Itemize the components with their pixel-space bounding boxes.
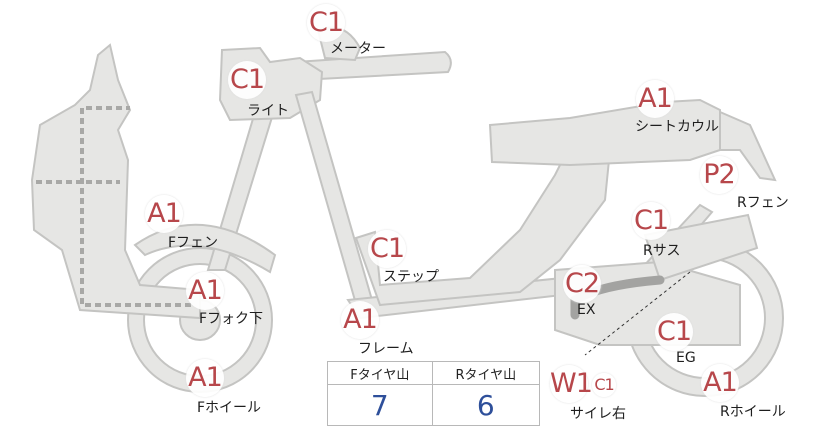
label-meter: メーター [330,41,386,57]
frame-tube-shape [294,90,374,306]
grade-badge-light: C1 [228,61,266,99]
label-front-fender: Fフェン [168,235,219,251]
grade-badge-seat-cowl: A1 [636,80,674,118]
grade-badge-exhaust: C2 [563,265,601,303]
label-engine: EG [676,350,696,366]
grade-badge-rear-suspension: C1 [632,202,670,240]
grade-badge-rear-wheel: A1 [701,364,739,402]
grade-badge-step: C1 [368,230,406,268]
label-frame: フレーム [358,341,414,357]
label-rear-suspension: Rサス [643,243,681,259]
grade-badge-muffler-secondary: C1 [592,373,616,397]
rear-tread-value: 6 [431,384,541,426]
grade-badge-muffler: W1 [550,365,593,403]
label-muffler: サイレ右 [570,406,626,422]
grade-badge-front-fork-lower: A1 [186,272,224,310]
label-rear-wheel: Rホイール [720,404,786,420]
front-tread-header: Fタイヤ山 [327,361,433,385]
grade-badge-rear-fender: P2 [700,156,738,194]
rear-fender-shape [719,110,777,182]
leader-line [584,271,691,356]
label-exhaust: EX [577,302,596,318]
grade-badge-front-wheel: A1 [186,359,224,397]
grade-badge-frame: A1 [341,301,379,339]
grade-badge-meter: C1 [307,4,345,42]
label-light: ライト [247,103,289,119]
label-rear-fender: Rフェン [737,195,789,211]
grade-badge-engine: C1 [655,313,693,351]
label-seat-cowl: シートカウル [635,119,719,135]
label-front-wheel: Fホイール [197,400,262,416]
grade-badge-front-fender: A1 [145,195,183,233]
label-step: ステップ [383,269,439,285]
tire-tread-table: Fタイヤ山 Rタイヤ山 7 6 [327,361,541,426]
rear-tread-header: Rタイヤ山 [431,361,541,385]
label-front-fork-lower: Fフォク下 [199,311,264,327]
rear-suspension-shape [643,213,759,282]
front-tread-value: 7 [327,384,433,426]
shield-panel-line [80,108,195,307]
front-wheel-shape [127,247,273,393]
